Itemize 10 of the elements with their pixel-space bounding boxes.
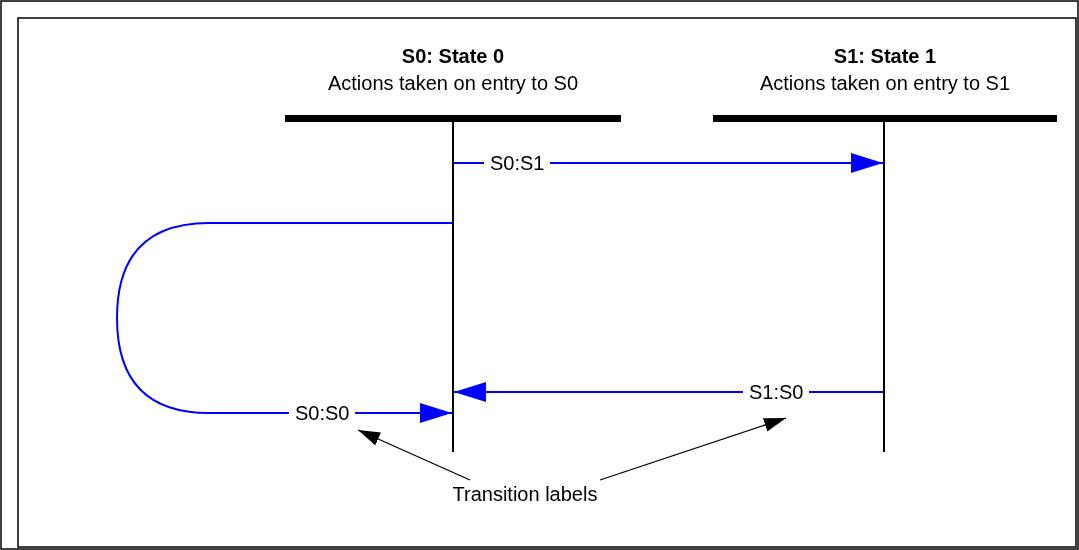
transition-arrow (116, 222, 453, 423)
entry-actions: Actions taken on entry to S1 (758, 72, 1012, 95)
leader-line (599, 417, 787, 481)
state-name: S0: State 0 (400, 45, 506, 68)
leader-line (357, 429, 471, 481)
lifeline-bar (883, 122, 885, 452)
state-name: S1: State 1 (832, 45, 938, 68)
lifeline-bar (452, 122, 454, 452)
entry-actions: Actions taken on entry to S0 (326, 72, 580, 95)
annotation-text: Transition labels (425, 480, 625, 508)
